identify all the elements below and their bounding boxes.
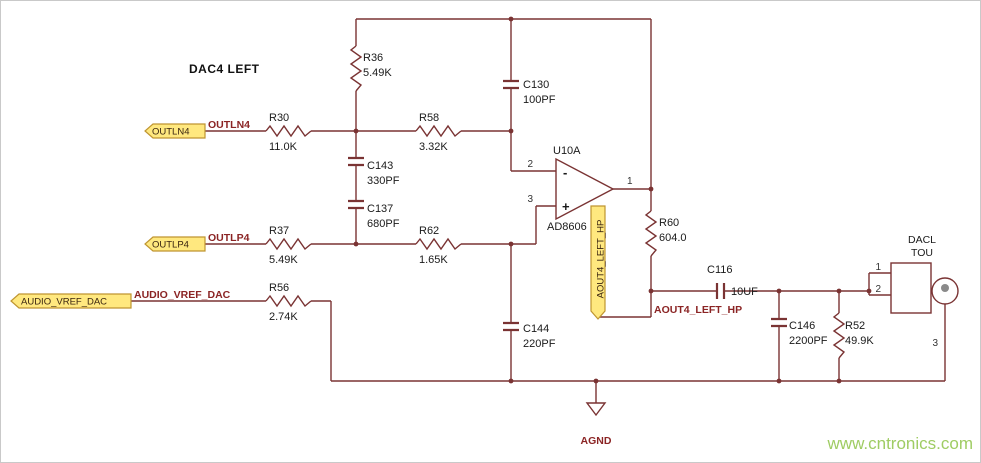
- net-label-outln4: OUTLN4: [208, 119, 250, 131]
- connector-pin3: 3: [932, 338, 938, 349]
- resistor-r37: [265, 237, 312, 251]
- page-title: DAC4 LEFT: [189, 62, 260, 76]
- net-label-agnd: AGND: [581, 435, 612, 447]
- r36-refdes: R36: [363, 52, 383, 64]
- c130-value: 100PF: [523, 94, 556, 106]
- c144-refdes: C144: [523, 323, 549, 335]
- opamp-plus-sign: +: [562, 199, 570, 214]
- port-outlp4[interactable]: [144, 236, 206, 252]
- connector-pin1: 1: [875, 262, 881, 273]
- port-audio-vref-dac[interactable]: [10, 293, 132, 309]
- r58-value: 3.32K: [419, 141, 448, 153]
- r52-value: 49.9K: [845, 335, 874, 347]
- c143-value: 330PF: [367, 175, 400, 187]
- port-aout4-left-hp[interactable]: [590, 205, 606, 320]
- port-aout4-left-hp-label: AOUT4_LEFT_HP: [596, 220, 607, 299]
- agnd-ground-icon: [585, 402, 607, 417]
- net-label-audio-vref-dac: AUDIO_VREF_DAC: [134, 289, 231, 301]
- c144-value: 220PF: [523, 338, 556, 350]
- c137-refdes: C137: [367, 203, 393, 215]
- r37-refdes: R37: [269, 225, 289, 237]
- r56-refdes: R56: [269, 282, 289, 294]
- port-outln4-label: OUTLN4: [152, 127, 189, 138]
- capacitor-c146: [771, 317, 787, 328]
- resistor-r30: [265, 124, 312, 138]
- c137-value: 680PF: [367, 218, 400, 230]
- jack-connector-tip-dot: [941, 284, 949, 292]
- resistor-r62: [415, 237, 462, 251]
- connector-title-line2: TOU: [911, 247, 933, 259]
- c116-value: 10UF: [731, 286, 758, 298]
- r30-refdes: R30: [269, 112, 289, 124]
- port-audio-vref-dac-label: AUDIO_VREF_DAC: [21, 297, 107, 308]
- r62-value: 1.65K: [419, 254, 448, 266]
- capacitor-c116: [715, 283, 726, 299]
- r60-refdes: R60: [659, 217, 679, 229]
- net-label-aout4-left-hp: AOUT4_LEFT_HP: [654, 304, 742, 316]
- jack-connector-body: [890, 262, 932, 314]
- opamp-symbol: [555, 157, 615, 221]
- opamp-minus-sign: -: [563, 165, 567, 180]
- port-outln4[interactable]: [144, 123, 206, 139]
- connector-title-line1: DACL: [908, 234, 936, 246]
- resistor-r58: [415, 124, 462, 138]
- r37-value: 5.49K: [269, 254, 298, 266]
- opamp-pin-out: 1: [627, 176, 633, 187]
- c143-refdes: C143: [367, 160, 393, 172]
- r30-value: 11.0K: [269, 141, 298, 153]
- c130-refdes: C130: [523, 79, 549, 91]
- opamp-refdes: U10A: [553, 145, 581, 157]
- c116-refdes: C116: [707, 264, 732, 276]
- r36-value: 5.49K: [363, 67, 392, 79]
- resistor-r56: [265, 294, 312, 308]
- opamp-part: AD8606: [547, 221, 587, 233]
- capacitor-c144: [503, 321, 519, 332]
- jack-connector-barrel: [931, 277, 959, 305]
- resistor-r36: [349, 45, 363, 92]
- opamp-pin-noninv: 3: [527, 194, 533, 205]
- opamp-pin-inv: 2: [527, 159, 533, 170]
- r52-refdes: R52: [845, 320, 865, 332]
- c146-value: 2200PF: [789, 335, 828, 347]
- r60-value: 604.0: [659, 232, 687, 244]
- net-label-outlp4: OUTLP4: [208, 232, 250, 244]
- connector-pin2: 2: [875, 284, 881, 295]
- capacitor-c130: [503, 79, 519, 90]
- c146-refdes: C146: [789, 320, 815, 332]
- wire-segments: [131, 18, 946, 403]
- r58-refdes: R58: [419, 112, 439, 124]
- resistor-r60: [644, 210, 658, 257]
- junction-dots: [353, 16, 872, 384]
- capacitor-c143: [348, 156, 364, 167]
- r56-value: 2.74K: [269, 311, 298, 323]
- watermark: www.cntronics.com: [827, 434, 973, 453]
- capacitor-c137: [348, 199, 364, 210]
- port-outlp4-label: OUTLP4: [152, 240, 189, 251]
- r62-refdes: R62: [419, 225, 439, 237]
- resistor-r52: [832, 312, 846, 359]
